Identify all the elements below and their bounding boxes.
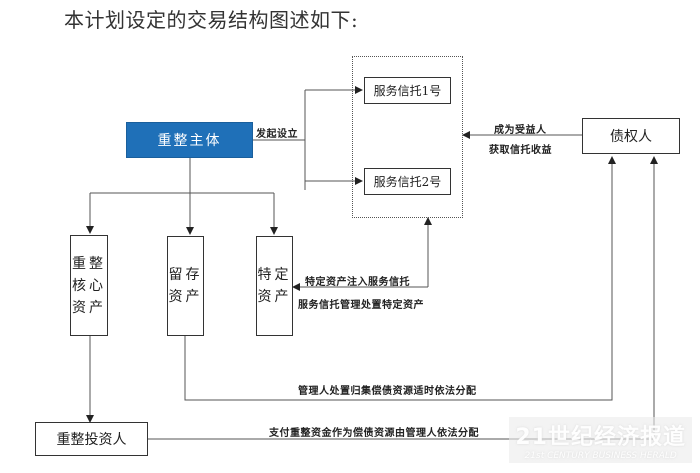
- edge-retained-to-creditors: [184, 156, 616, 401]
- node-service-trust-2[interactable]: 服务信托2号: [364, 168, 451, 195]
- node-creditors[interactable]: 债权人: [582, 118, 680, 154]
- edge-label-administrator-distribute: 管理人处置归集偿债资源适时依法分配: [298, 386, 477, 397]
- node-investor[interactable]: 重整投资人: [35, 422, 148, 456]
- edge-label-obtain-income: 获取信托收益: [489, 145, 552, 156]
- watermark-title: 21世纪经济报道: [515, 425, 686, 450]
- service-trust-group: [352, 56, 463, 218]
- node-core-assets[interactable]: 重整核心资产: [70, 235, 108, 336]
- edge-label-inject-assets: 特定资产注入服务信托: [305, 277, 410, 288]
- node-label: 重整主体: [157, 133, 222, 149]
- edge-label-initiate-setup: 发起设立: [256, 129, 298, 140]
- node-specific-assets[interactable]: 特定资产: [256, 236, 293, 336]
- node-label: 服务信托1号: [373, 84, 442, 98]
- edge-label-trust-manage: 服务信托管理处置特定资产: [298, 300, 424, 311]
- page-title: 本计划设定的交易结构图述如下:: [64, 8, 359, 32]
- node-retained-assets[interactable]: 留存资产: [167, 236, 204, 336]
- watermark-logo: 21世纪经济报道 21st CENTURY BUSINESS HERALD: [509, 417, 692, 463]
- node-label: 特定资产: [257, 267, 292, 305]
- node-label: 留存资产: [168, 267, 203, 305]
- node-label: 债权人: [610, 129, 652, 145]
- edge-label-become-beneficiary: 成为受益人: [494, 125, 547, 136]
- node-label: 重整核心资产: [72, 255, 106, 316]
- node-label: 重整投资人: [56, 432, 127, 448]
- edge-label-investor-pay: 支付重整资金作为偿债资源由管理人依法分配: [269, 428, 479, 439]
- node-restructuring-entity[interactable]: 重整主体: [126, 122, 253, 158]
- watermark-subtitle: 21st CENTURY BUSINESS HERALD: [524, 451, 677, 461]
- node-service-trust-1[interactable]: 服务信托1号: [364, 77, 451, 104]
- node-label: 服务信托2号: [373, 175, 442, 189]
